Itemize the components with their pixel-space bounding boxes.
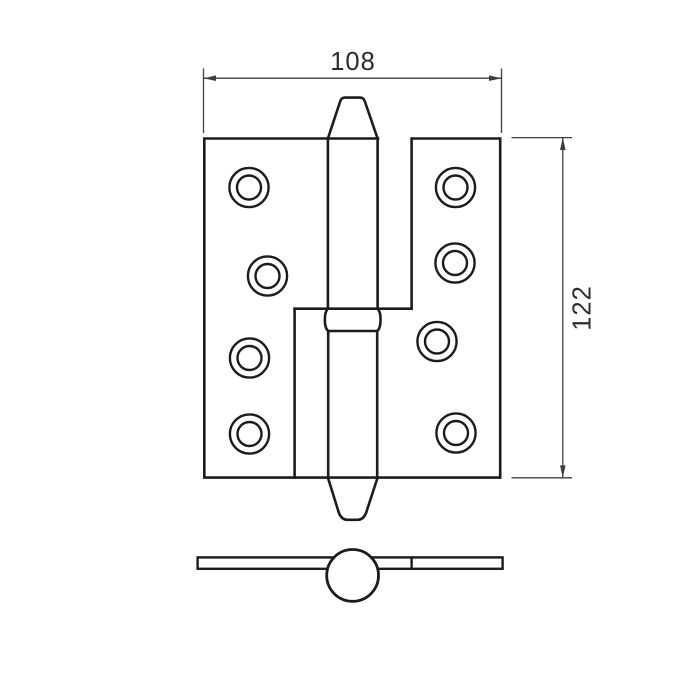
screw-hole-inner bbox=[254, 262, 281, 290]
screw-hole-outer bbox=[435, 412, 477, 454]
hinge-pin bbox=[323, 96, 382, 522]
screw-hole-inner bbox=[442, 174, 469, 201]
front-view bbox=[203, 96, 502, 522]
knuckle-circle bbox=[325, 548, 380, 603]
width-dimension-label: 108 bbox=[330, 48, 376, 76]
width-arrowhead-right bbox=[489, 75, 502, 81]
screw-holes bbox=[228, 166, 477, 455]
screw-hole-outer bbox=[228, 166, 270, 209]
screw-hole-outer bbox=[228, 413, 271, 455]
screw-hole-outer bbox=[434, 242, 476, 284]
dimension-height: 122 bbox=[511, 136, 597, 479]
screw-hole-outer bbox=[228, 337, 271, 379]
side-view bbox=[196, 548, 504, 603]
pin-tip bbox=[326, 475, 380, 522]
height-dimension-label: 122 bbox=[569, 285, 597, 331]
dimension-width: 108 bbox=[202, 48, 503, 133]
screw-hole-inner bbox=[441, 249, 469, 277]
screw-hole-outer bbox=[246, 255, 289, 297]
screw-hole-inner bbox=[235, 174, 263, 201]
screw-hole-outer bbox=[434, 166, 477, 209]
right-leaf-outline bbox=[410, 137, 502, 479]
screw-hole-inner bbox=[236, 344, 263, 372]
height-arrowhead-top bbox=[560, 137, 566, 150]
width-arrowhead-left bbox=[203, 75, 216, 81]
pin-cap bbox=[326, 96, 380, 141]
screw-hole-inner bbox=[236, 420, 263, 448]
screw-hole-inner bbox=[423, 328, 451, 355]
screw-hole-inner bbox=[442, 419, 470, 447]
height-arrowhead-bottom bbox=[560, 465, 566, 478]
left-leaf-outline bbox=[203, 137, 502, 479]
screw-hole-outer bbox=[416, 320, 458, 363]
